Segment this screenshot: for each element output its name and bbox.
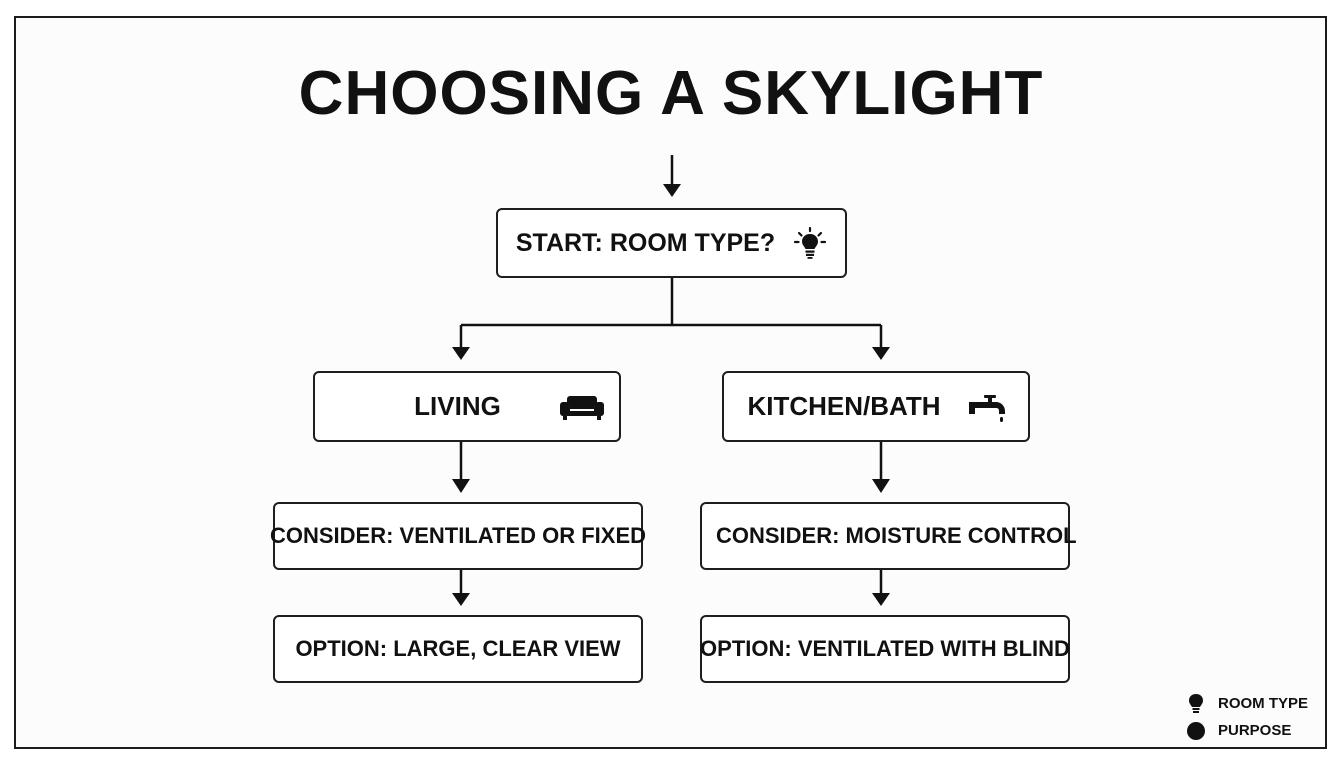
lightbulb-icon — [1186, 693, 1206, 715]
node-option-living-label: OPTION: LARGE, CLEAR VIEW — [295, 636, 621, 661]
legend-label-room-type: ROOM TYPE — [1218, 695, 1309, 712]
node-consider-living-label: CONSIDER: VENTILATED OR FIXED — [269, 523, 647, 548]
dot-icon — [1186, 721, 1206, 741]
node-living: LIVING — [313, 371, 621, 442]
node-option-living: OPTION: LARGE, CLEAR VIEW — [273, 615, 643, 683]
legend-label-purpose: PURPOSE — [1218, 722, 1292, 739]
diagram-title: CHOOSING A SKYLIGHT — [298, 59, 1044, 128]
arrowhead — [452, 479, 470, 493]
legend: ROOM TYPE PURPOSE — [1186, 690, 1308, 744]
node-consider-living: CONSIDER: VENTILATED OR FIXED — [269, 502, 647, 570]
arrowhead — [872, 479, 890, 493]
lightbulb-icon — [793, 226, 827, 260]
node-kitchen-label: KITCHEN/BATH — [747, 391, 941, 421]
node-option-kitchen-label: OPTION: VENTILATED WITH BLIND — [700, 636, 1070, 661]
node-start-label: START: ROOM TYPE? — [515, 228, 776, 257]
arrowhead — [663, 184, 681, 197]
faucet-icon — [968, 393, 1008, 423]
diagram-frame — [14, 16, 1327, 749]
node-option-kitchen: OPTION: VENTILATED WITH BLIND — [700, 615, 1070, 683]
node-kitchen-bath: KITCHEN/BATH — [722, 371, 1030, 442]
sofa-icon — [559, 393, 605, 421]
node-living-label: LIVING — [414, 391, 501, 421]
legend-item-room-type: ROOM TYPE — [1186, 690, 1308, 717]
node-consider-kitchen-label: CONSIDER: MOISTURE CONTROL — [716, 523, 1077, 548]
arrowhead — [872, 347, 890, 360]
arrowhead — [872, 593, 890, 606]
node-consider-kitchen: CONSIDER: MOISTURE CONTROL — [700, 502, 1077, 570]
arrowhead — [452, 347, 470, 360]
node-start-room-type: START: ROOM TYPE? — [496, 208, 847, 278]
arrowhead — [452, 593, 470, 606]
legend-item-purpose: PURPOSE — [1186, 717, 1308, 744]
